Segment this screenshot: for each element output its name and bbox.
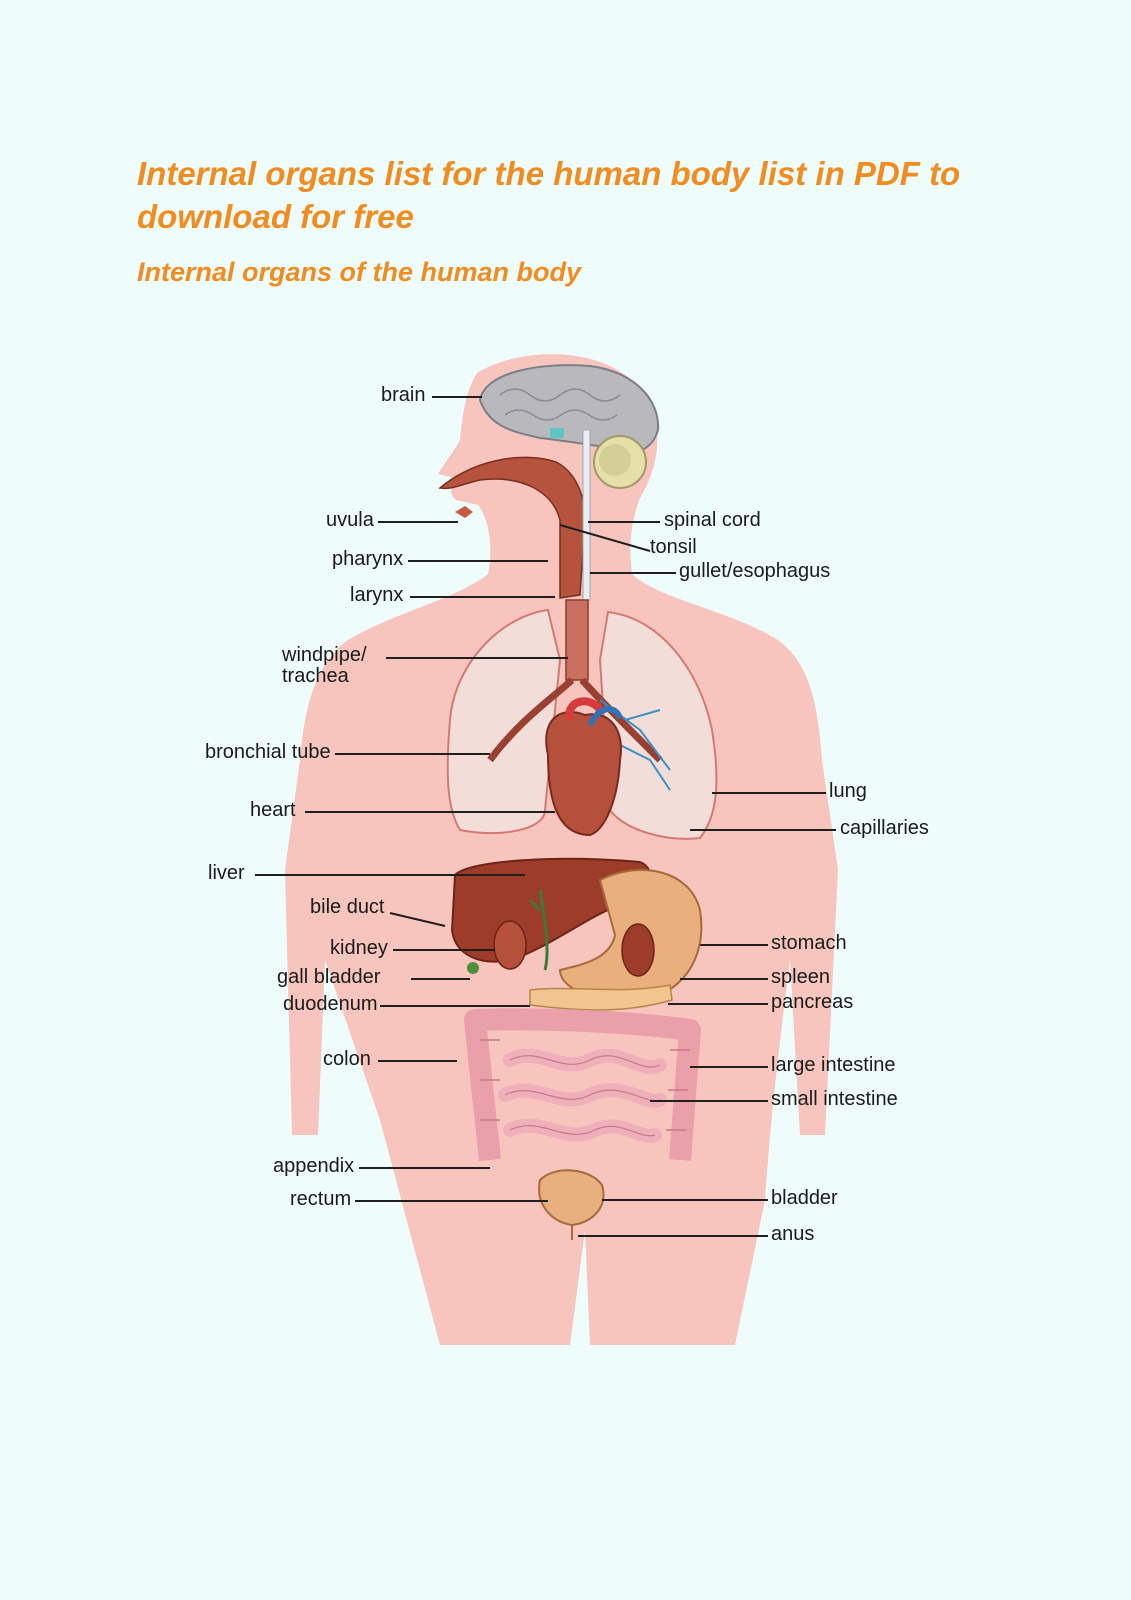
right-lung-shape <box>598 610 718 840</box>
label-liver: liver <box>208 862 245 884</box>
label-bronchial-tube: bronchial tube <box>205 741 331 763</box>
left-lung-shape <box>446 608 562 835</box>
label-rectum: rectum <box>290 1188 351 1210</box>
brain-shape <box>478 364 660 454</box>
body-silhouette <box>285 354 838 1345</box>
label-lung: lung <box>829 780 867 802</box>
label-anus: anus <box>771 1223 814 1245</box>
label-brain: brain <box>381 384 425 406</box>
label-kidney: kidney <box>330 937 388 959</box>
label-stomach: stomach <box>771 932 847 954</box>
label-pancreas: pancreas <box>771 991 853 1013</box>
label-pharynx: pharynx <box>332 548 403 570</box>
leader-lines <box>255 396 836 1237</box>
label-heart: heart <box>250 799 296 821</box>
label-appendix: appendix <box>273 1155 354 1177</box>
label-duodenum: duodenum <box>283 993 378 1015</box>
label-small-intestine: small intestine <box>771 1088 898 1110</box>
label-spinal-cord: spinal cord <box>664 509 761 531</box>
spleen-shape <box>621 923 655 977</box>
label-bile-duct: bile duct <box>310 896 385 918</box>
label-uvula: uvula <box>326 509 375 531</box>
label-large-intestine: large intestine <box>771 1054 896 1076</box>
label-windpipe: windpipe/ <box>281 644 367 666</box>
label-trachea: trachea <box>282 665 350 687</box>
label-tonsil: tonsil <box>650 536 697 558</box>
label-spleen: spleen <box>771 966 830 988</box>
trachea-shape <box>565 599 589 681</box>
label-gullet: gullet/esophagus <box>679 560 830 582</box>
label-capillaries: capillaries <box>840 817 929 839</box>
heart-shape <box>545 710 622 837</box>
label-bladder: bladder <box>771 1187 838 1209</box>
page-subtitle: Internal organs of the human body <box>137 257 582 287</box>
label-larynx: larynx <box>350 584 403 606</box>
colon-shape <box>464 1008 701 1162</box>
kidney-shape <box>493 920 527 970</box>
pancreas-shape <box>529 984 673 1011</box>
page-title: Internal organs list for the human body … <box>137 155 961 235</box>
bladder-shape <box>538 1169 605 1227</box>
label-colon: colon <box>323 1048 371 1070</box>
label-gall-bladder: gall bladder <box>277 966 381 988</box>
